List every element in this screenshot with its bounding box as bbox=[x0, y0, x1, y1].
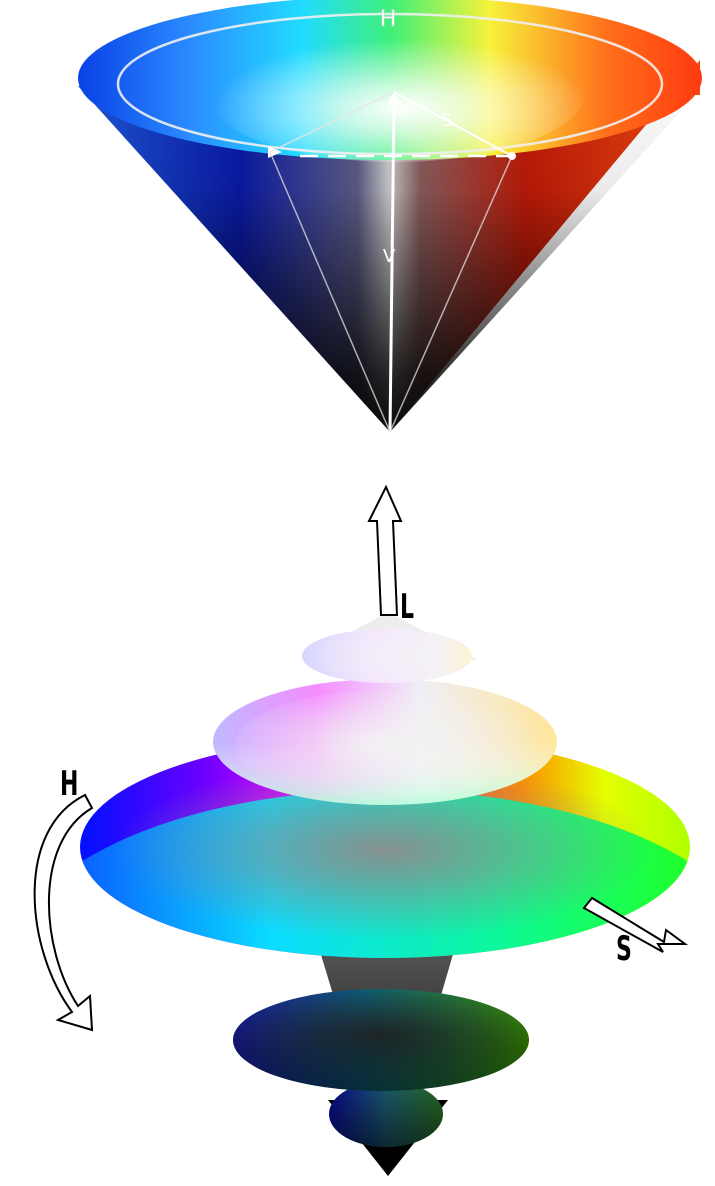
hsv-saturation-point bbox=[508, 152, 516, 160]
hsl-saturation-label: S bbox=[616, 929, 632, 968]
hsl-hue-label: H bbox=[60, 764, 78, 803]
hsl-hue-arrow bbox=[35, 795, 92, 1030]
hsv-hue-label: H bbox=[380, 7, 397, 32]
hsv-value-label: V bbox=[383, 246, 396, 267]
hsl-lightness-label: L bbox=[400, 587, 414, 626]
hsl-stack: L H S bbox=[5, 487, 715, 1176]
hsv-cone: H S V bbox=[78, 0, 702, 432]
hsv-saturation-label: S bbox=[441, 110, 452, 131]
hsl-disc-2 bbox=[213, 679, 557, 805]
hsl-disc-4 bbox=[233, 989, 529, 1091]
hsl-disc-1 bbox=[302, 629, 472, 683]
hsl-lightness-arrow bbox=[369, 487, 401, 615]
